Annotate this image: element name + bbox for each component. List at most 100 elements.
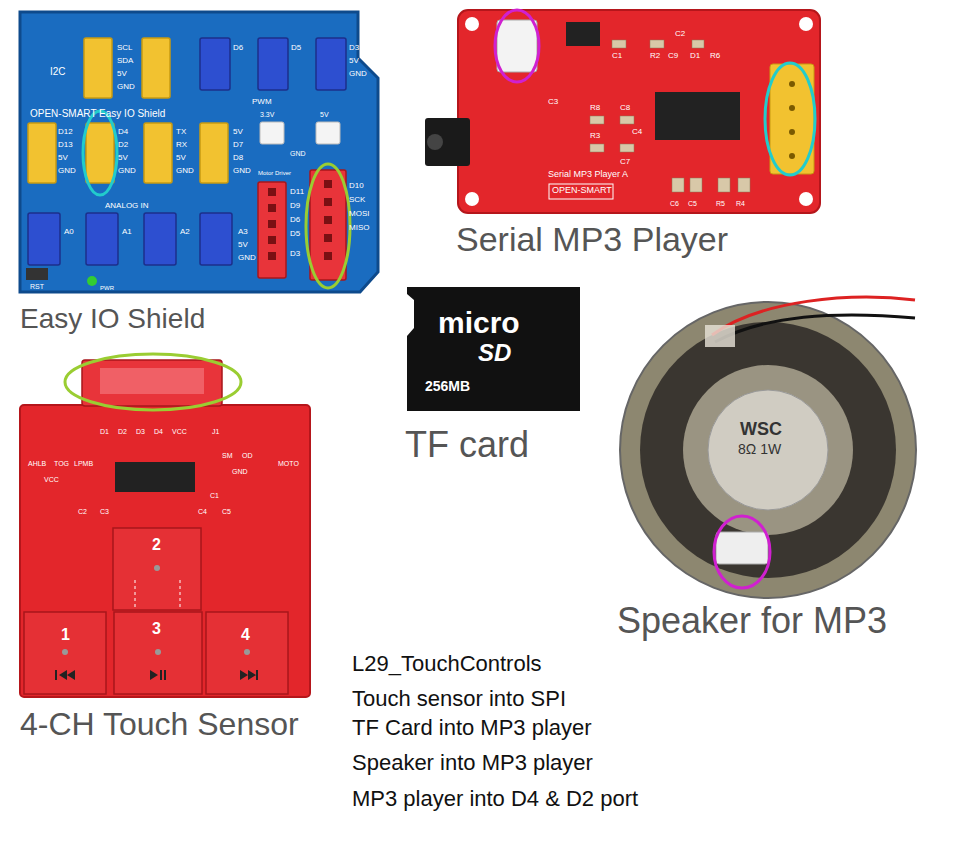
mounting-hole: [465, 17, 813, 206]
silkscreen-label: R8: [590, 104, 600, 113]
silkscreen-label: GND: [290, 150, 306, 158]
touch-pad: [24, 528, 288, 694]
silkscreen-label: D7: [233, 141, 243, 150]
silkscreen-label: D4: [118, 128, 128, 137]
caption-text: Easy IO Shield: [20, 303, 205, 335]
silkscreen-label: A1: [122, 228, 132, 237]
silkscreen-label: SCL: [117, 44, 133, 53]
silkscreen-label: PWR: [100, 285, 114, 292]
highlight-ellipse: [714, 516, 770, 588]
silkscreen-label: VCC: [172, 428, 187, 436]
highlight-ellipse: [495, 10, 539, 82]
silkscreen-label: C2: [675, 30, 685, 39]
silkscreen-label: 4: [241, 626, 250, 644]
decoder-chip: [655, 92, 740, 140]
silkscreen-label: D3: [290, 250, 300, 259]
instruction-note: MP3 player into D4 & D2 port: [352, 787, 638, 811]
instruction-note: L29_TouchControls: [352, 652, 542, 676]
caption-text: 4-CH Touch Sensor: [20, 706, 299, 743]
silkscreen-label: D3: [349, 44, 359, 53]
silkscreen-label: GND: [232, 468, 248, 476]
silkscreen-label: D4: [154, 428, 163, 436]
silkscreen-label: D8: [233, 154, 243, 163]
tape: [705, 325, 735, 347]
mp3-player: [425, 10, 820, 213]
mp3-board: [458, 10, 820, 213]
silkscreen-label: D10: [349, 182, 364, 191]
speaker-socket: [497, 20, 537, 72]
component-caption: Speaker for MP3: [617, 600, 887, 642]
highlight-ellipse: [765, 63, 815, 175]
silkscreen-label: GND: [118, 167, 136, 176]
silkscreen-label: D2: [118, 141, 128, 150]
silkscreen-label: R5: [716, 200, 725, 208]
silkscreen-label: I2C: [50, 66, 66, 77]
silkscreen-label: MOSI: [349, 210, 369, 219]
speaker-plug: [716, 532, 768, 564]
silkscreen-label: GND: [349, 70, 367, 79]
silkscreen-label: micro: [438, 306, 520, 339]
yellow-header: [28, 38, 228, 183]
shield-board: [20, 12, 378, 292]
component-caption: Serial MP3 Player: [456, 220, 728, 259]
silkscreen-label: MOTO: [278, 460, 299, 468]
silkscreen-label: WSC: [740, 420, 782, 440]
header-pin: [789, 81, 795, 159]
caption-text: Serial MP3 Player: [456, 220, 728, 259]
red-header: [258, 170, 346, 280]
instruction-note: Touch sensor into SPI: [352, 687, 566, 711]
silkscreen-label: D6: [233, 44, 243, 53]
silkscreen-label: D11: [290, 188, 304, 197]
power-led: [87, 276, 97, 286]
silkscreen-label: RX: [176, 141, 187, 150]
touch-chip: [115, 462, 195, 492]
touch-sensor: [20, 354, 310, 697]
silkscreen-label: C5: [222, 508, 231, 516]
silkscreen-label: Motor Driver: [258, 170, 291, 177]
silkscreen-label: 5V: [349, 57, 359, 66]
silkscreen-label: C1: [210, 492, 219, 500]
silkscreen-label: D12: [58, 128, 73, 137]
silkscreen-label: 3: [152, 620, 161, 638]
component-caption: Easy IO Shield: [20, 303, 205, 335]
silkscreen-label: 5V: [58, 154, 68, 163]
silkscreen-label: ANALOG IN: [105, 202, 149, 211]
highlight-ellipse: [83, 111, 117, 195]
silkscreen-label: A0: [64, 228, 74, 237]
caption-text: Speaker for MP3: [617, 600, 887, 642]
instruction-note: Speaker into MP3 player: [352, 751, 593, 775]
silkscreen-label: C3: [100, 508, 109, 516]
silkscreen-label: D2: [118, 428, 127, 436]
audio-jack: [427, 134, 443, 150]
component-caption: TF card: [405, 424, 529, 466]
silkscreen-label: D6: [290, 216, 300, 225]
silkscreen-label: 5V: [117, 70, 127, 79]
amp-chip: [566, 22, 600, 46]
silkscreen-label: TOG: [54, 460, 69, 468]
silkscreen-label: PWM: [252, 98, 272, 107]
silkscreen-label: C7: [620, 158, 630, 167]
silkscreen-label: 3.3V: [260, 111, 274, 119]
io-shield: [20, 12, 378, 292]
silkscreen-label: SD: [478, 340, 511, 366]
silkscreen-label: 5V: [320, 111, 329, 119]
silkscreen-label: C1: [612, 52, 622, 61]
silkscreen-label: 8Ω 1W: [738, 442, 781, 457]
silkscreen-label: Serial MP3 Player A: [548, 170, 628, 180]
logo-box: [549, 184, 613, 199]
silkscreen-label: R4: [736, 200, 745, 208]
tf-card: [407, 287, 580, 411]
silkscreen-label: 5V: [233, 128, 243, 137]
silkscreen-label: GND: [238, 254, 256, 263]
speaker-frame: [620, 302, 916, 598]
black-wire: [715, 315, 915, 342]
audio-jack: [425, 118, 470, 166]
silkscreen-label: R6: [710, 52, 720, 61]
silkscreen-label: A2: [180, 228, 190, 237]
silkscreen-label: 2: [152, 536, 161, 554]
highlight-ellipse: [306, 164, 350, 288]
silkscreen-label: J1: [212, 428, 219, 436]
silkscreen-label: OD: [242, 452, 253, 460]
reset-button: [26, 268, 48, 280]
